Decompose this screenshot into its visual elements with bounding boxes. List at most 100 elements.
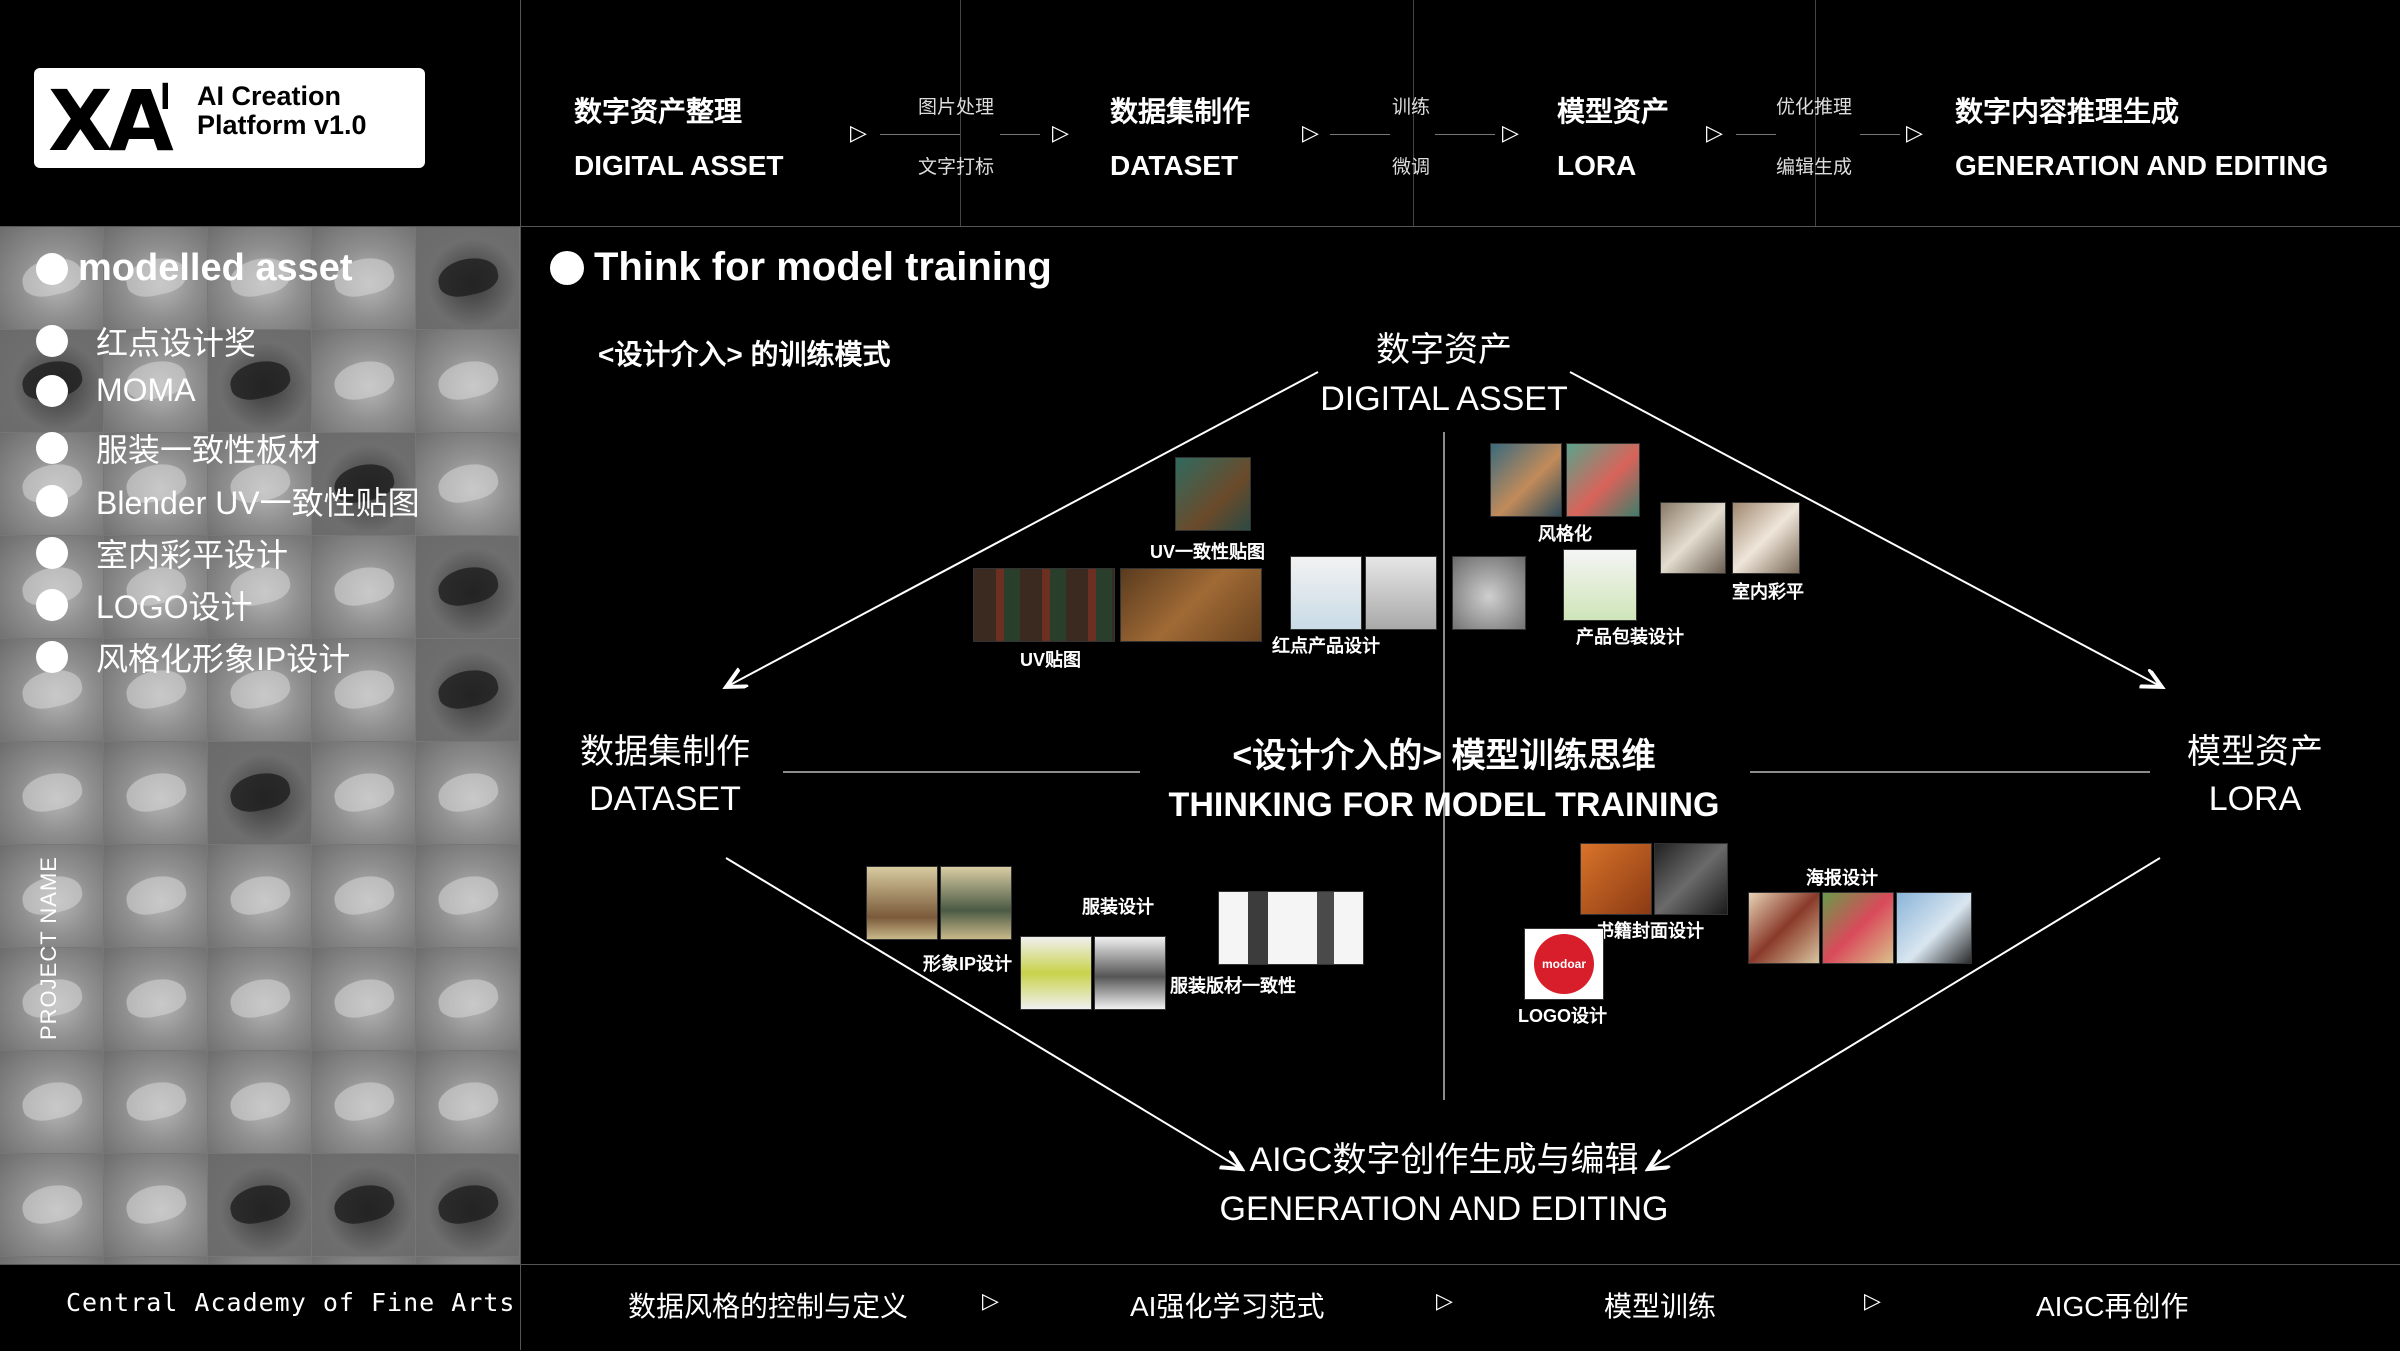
asset-thumbnail[interactable]: [208, 1154, 312, 1257]
footer-item-aigc[interactable]: AIGC再创作: [2036, 1291, 2189, 1322]
sidebar-heading-label: modelled asset: [78, 247, 353, 289]
asset-thumbnail[interactable]: [312, 845, 416, 948]
asset-thumbnail[interactable]: [312, 1051, 416, 1154]
ip-character-thumbnail[interactable]: [866, 866, 938, 940]
asset-thumbnail[interactable]: [312, 330, 416, 433]
sidebar-heading: modelled asset: [36, 247, 353, 290]
sidebar-item-ip[interactable]: 风格化形象IP设计: [36, 634, 350, 680]
clothing-thumbnail[interactable]: [1020, 936, 1092, 1010]
asset-thumbnail[interactable]: [0, 1154, 104, 1257]
asset-thumbnail[interactable]: [312, 1257, 416, 1264]
chair-thumbnail[interactable]: [1452, 556, 1526, 630]
asset-thumbnail[interactable]: [416, 1257, 520, 1264]
stylized-thumbnail[interactable]: [1490, 443, 1562, 517]
asset-thumbnail[interactable]: [312, 639, 416, 742]
asset-thumbnail[interactable]: [416, 227, 520, 330]
asset-thumbnail[interactable]: [104, 948, 208, 1051]
book-cover-thumbnail[interactable]: [1580, 843, 1652, 915]
asset-thumbnail[interactable]: [416, 330, 520, 433]
asset-thumbnail[interactable]: [104, 1051, 208, 1154]
node-left-en: DATASET: [589, 780, 741, 818]
asset-thumbnail[interactable]: [0, 1257, 104, 1264]
node-top-en: DIGITAL ASSET: [1320, 380, 1568, 418]
asset-thumbnail[interactable]: [104, 1154, 208, 1257]
sidebar-item-moma[interactable]: MOMA: [36, 372, 196, 409]
asset-thumbnail[interactable]: [0, 948, 104, 1051]
footer-item-rl-paradigm[interactable]: AI强化学习范式: [1130, 1291, 1325, 1322]
asset-thumbnail[interactable]: [208, 330, 312, 433]
asset-thumbnail[interactable]: [416, 845, 520, 948]
asset-thumbnail[interactable]: [208, 433, 312, 536]
header-guide: [1413, 0, 1414, 226]
asset-thumbnail[interactable]: [208, 639, 312, 742]
asset-thumbnail[interactable]: [208, 948, 312, 1051]
sidebar-item-logo[interactable]: LOGO设计: [36, 582, 252, 628]
asset-thumbnail[interactable]: [416, 1154, 520, 1257]
footer-item-style-control[interactable]: 数据风格的控制与定义: [628, 1291, 909, 1322]
sidebar-item-interior[interactable]: 室内彩平设计: [36, 530, 288, 576]
asset-thumbnail[interactable]: [208, 742, 312, 845]
poster-thumbnail-3[interactable]: [1896, 892, 1972, 964]
asset-thumbnail[interactable]: [208, 536, 312, 639]
asset-thumbnail[interactable]: [104, 742, 208, 845]
asset-thumbnail[interactable]: [104, 536, 208, 639]
asset-thumbnail[interactable]: [104, 1257, 208, 1264]
asset-thumbnail[interactable]: [416, 536, 520, 639]
uv-consistency-thumbnail[interactable]: [1175, 457, 1251, 531]
sidebar-item-red-dot[interactable]: 红点设计奖: [36, 318, 256, 364]
poster-thumbnail-2[interactable]: [1822, 892, 1894, 964]
connector-line: [1736, 134, 1776, 135]
stool-thumbnail[interactable]: [1365, 556, 1437, 630]
asset-thumbnail[interactable]: [0, 1051, 104, 1154]
sidebar-item-blender-uv[interactable]: Blender UV一致性贴图: [36, 478, 420, 524]
arrow-right-icon: ▷: [1502, 120, 1519, 145]
asset-thumbnail[interactable]: [0, 742, 104, 845]
uv-map-thumbnail[interactable]: [973, 568, 1115, 642]
asset-thumbnail[interactable]: [104, 639, 208, 742]
connector-label: 训练: [1392, 97, 1431, 118]
asset-thumbnail[interactable]: [104, 845, 208, 948]
asset-thumbnail[interactable]: [104, 433, 208, 536]
interior-thumbnail-2[interactable]: [1732, 502, 1800, 574]
asset-thumbnail[interactable]: [104, 227, 208, 330]
cutlery-thumbnail[interactable]: [1290, 556, 1362, 630]
ip-character-thumbnail-2[interactable]: [940, 866, 1012, 940]
clothing-pattern-thumbnail[interactable]: [1218, 891, 1364, 965]
asset-thumbnail[interactable]: [312, 742, 416, 845]
asset-thumbnail[interactable]: [416, 948, 520, 1051]
asset-thumbnail[interactable]: [312, 1154, 416, 1257]
sidebar-item-clothing[interactable]: 服装一致性板材: [36, 425, 320, 471]
uv-map-thumbnail-2[interactable]: [1120, 568, 1262, 642]
step-lora-cn: 模型资产: [1557, 96, 1670, 127]
asset-thumbnail[interactable]: [0, 845, 104, 948]
center-title-cn: <设计介入的> 模型训练思维: [1232, 737, 1656, 775]
asset-thumbnail[interactable]: [312, 536, 416, 639]
step-dataset-en: DATASET: [1110, 150, 1239, 181]
bullet-icon: [36, 641, 68, 673]
asset-thumbnail[interactable]: [208, 227, 312, 330]
footer-item-model-training[interactable]: 模型训练: [1604, 1291, 1717, 1322]
asset-thumbnail[interactable]: [416, 433, 520, 536]
clothing-thumbnail-2[interactable]: [1094, 936, 1166, 1010]
packaging-thumbnail[interactable]: [1563, 549, 1637, 621]
asset-thumbnail[interactable]: [312, 227, 416, 330]
book-cover-thumbnail-2[interactable]: [1654, 843, 1728, 915]
logo-thumbnail[interactable]: modoar: [1524, 928, 1604, 1000]
asset-thumbnail[interactable]: [416, 639, 520, 742]
asset-thumbnail[interactable]: [208, 1051, 312, 1154]
asset-thumbnail[interactable]: [312, 433, 416, 536]
poster-label: 海报设计: [1806, 868, 1878, 888]
poster-thumbnail[interactable]: [1748, 892, 1820, 964]
footer-bar: [0, 1264, 2400, 1351]
asset-thumbnail[interactable]: [312, 948, 416, 1051]
logo-badge[interactable]: [34, 68, 425, 168]
asset-thumbnail[interactable]: [416, 1051, 520, 1154]
interior-thumbnail[interactable]: [1660, 502, 1726, 574]
asset-thumbnail[interactable]: [208, 1257, 312, 1264]
bullet-icon: [36, 252, 68, 285]
stylized-thumbnail-2[interactable]: [1566, 443, 1640, 517]
asset-thumbnail[interactable]: [208, 845, 312, 948]
asset-thumbnail[interactable]: [416, 742, 520, 845]
uv-consistency-label: UV一致性贴图: [1150, 542, 1266, 562]
asset-thumbnail[interactable]: [104, 330, 208, 433]
